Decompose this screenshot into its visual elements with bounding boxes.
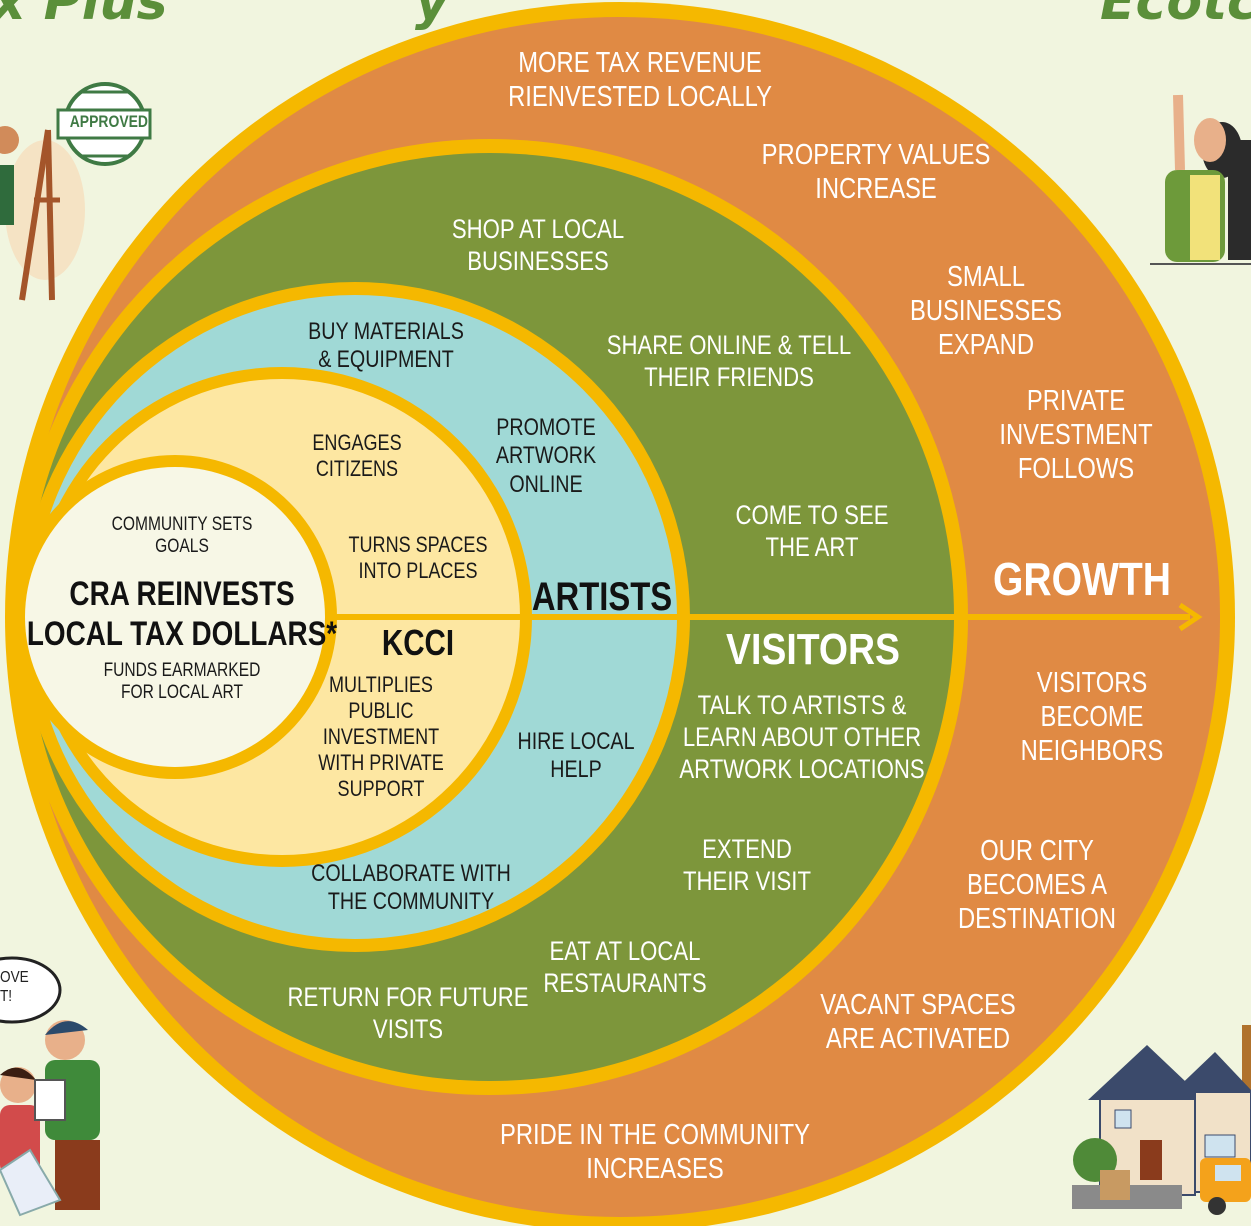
visitors-title: VISITORS: [726, 625, 900, 674]
growth-item-destination: OUR CITY BECOMES A DESTINATION: [957, 835, 1117, 936]
header-fragment-right: Ecotc: [1100, 0, 1251, 32]
visitors-item-return: RETURN FOR FUTURE VISITS: [287, 982, 529, 1044]
core-bottom-text: FUNDS EARMARKED FOR LOCAL ART: [103, 660, 261, 704]
people-pointing-illustration: [1150, 94, 1251, 265]
header-fragment-left: x Plus: [0, 0, 168, 32]
visitors-item-come-see: COME TO SEE THE ART: [735, 500, 889, 562]
growth-item-small-businesses: SMALL BUSINESSES EXPAND: [910, 261, 1062, 362]
kcci-item-multiplies: MULTIPLIES PUBLIC INVESTMENT WITH PRIVAT…: [318, 672, 444, 801]
growth-item-tax-revenue: MORE TAX REVENUE RIENVESTED LOCALLY: [508, 47, 772, 114]
delivery-truck-icon: [1200, 1158, 1251, 1215]
growth-item-vacant-spaces: VACANT SPACES ARE ACTIVATED: [820, 989, 1016, 1056]
visitors-item-share: SHARE ONLINE & TELL THEIR FRIENDS: [606, 330, 852, 392]
growth-arrow-head: [1178, 602, 1203, 632]
growth-item-neighbors: VISITORS BECOME NEIGHBORS: [1020, 667, 1164, 768]
core-top-text: COMMUNITY SETS GOALS: [111, 514, 253, 558]
visitors-item-talk: TALK TO ARTISTS & LEARN ABOUT OTHER ARTW…: [679, 690, 925, 784]
approved-stamp-icon: [56, 82, 152, 166]
approved-stamp-label: APPROVED: [69, 112, 148, 131]
artists-item-promote: PROMOTE ARTWORK ONLINE: [495, 414, 597, 498]
artists-item-hire-local: HIRE LOCAL HELP: [517, 728, 635, 784]
growth-title: GROWTH: [992, 553, 1172, 605]
growth-item-property-values: PROPERTY VALUES INCREASE: [761, 139, 991, 206]
colleagues-illustration: [0, 956, 100, 1217]
speech-bubble-line1: OVE: [0, 969, 29, 986]
kcci-item-engages: ENGAGES CITIZENS: [312, 430, 402, 481]
painter-easel-illustration: [0, 126, 85, 301]
kcci-item-turns-spaces: TURNS SPACES INTO PLACES: [348, 532, 488, 583]
visitors-item-extend: EXTEND THEIR VISIT: [683, 834, 811, 896]
core-circle: [25, 467, 325, 767]
speech-bubble-line2: T!: [0, 988, 13, 1006]
growth-item-private-investment: PRIVATE INVESTMENT FOLLOWS: [999, 385, 1153, 486]
header-fragment-middle: y: [415, 0, 449, 32]
artists-title: ARTISTS: [531, 575, 673, 619]
visitors-item-shop: SHOP AT LOCAL BUSINESSES: [451, 214, 625, 276]
artists-item-collaborate: COLLABORATE WITH THE COMMUNITY: [311, 860, 511, 916]
growth-item-pride: PRIDE IN THE COMMUNITY INCREASES: [499, 1119, 811, 1186]
kcci-title: KCCI: [381, 622, 455, 663]
artists-item-buy-materials: BUY MATERIALS & EQUIPMENT: [308, 318, 464, 374]
speech-bubble: OVE T!: [0, 968, 29, 1006]
visitors-item-eat: EAT AT LOCAL RESTAURANTS: [543, 936, 707, 998]
core-title: CRA REINVESTS LOCAL TAX DOLLARS*: [26, 575, 338, 654]
